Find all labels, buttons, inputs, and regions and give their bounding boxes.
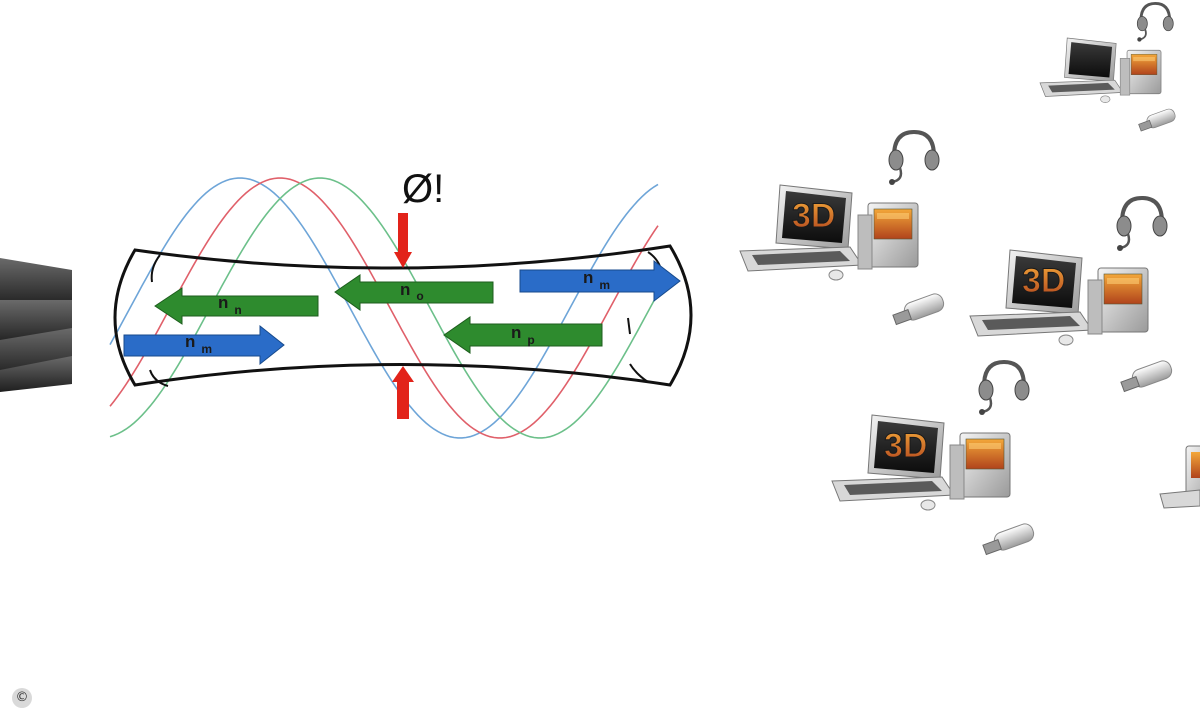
pinch-arrow-bottom — [392, 366, 414, 419]
arrow-nm-left-sub: m — [201, 342, 212, 356]
arrow-nm-right-sub: m — [599, 278, 610, 292]
workstation-1: 3D — [739, 184, 919, 281]
phase-mark-label: Ø! — [402, 167, 444, 211]
svg-text:no: no — [400, 280, 424, 303]
workstation-top-right — [1039, 37, 1162, 103]
copyright-icon: © — [12, 688, 32, 708]
headset-icon — [977, 360, 1031, 417]
headset-icon — [1115, 196, 1169, 253]
workstation-1-label: 3D — [792, 197, 835, 235]
headset-icon — [1135, 2, 1175, 44]
workstation-2-label: 3D — [1022, 262, 1065, 300]
arrow-nn-sub: n — [234, 303, 241, 317]
svg-text:nn: nn — [218, 293, 242, 317]
arrow-no-base: n — [400, 280, 410, 299]
workstation-2: 3D — [969, 249, 1149, 346]
arrow-nm-right-base: n — [583, 268, 593, 287]
server-stack-icon — [0, 258, 72, 392]
arrow-np-sub: p — [527, 333, 534, 347]
pinch-arrow-top — [394, 213, 412, 268]
svg-text:nm: nm — [185, 332, 212, 356]
usb-stick-icon — [892, 291, 947, 326]
arrow-np-base: n — [511, 323, 521, 342]
workstation-3-label: 3D — [884, 427, 927, 465]
workstation-partial — [1159, 445, 1200, 509]
svg-text:np: np — [511, 323, 535, 347]
arrow-nm-left-base: n — [185, 332, 195, 351]
wave-green — [109, 177, 659, 439]
usb-stick-icon — [1138, 107, 1178, 132]
headset-icon — [887, 130, 941, 187]
wave-blue — [109, 177, 659, 439]
workstation-3: 3D — [831, 414, 1011, 511]
svg-text:nm: nm — [583, 268, 610, 292]
usb-stick-icon — [1120, 358, 1175, 393]
usb-stick-icon — [982, 521, 1037, 556]
arrow-nn-base: n — [218, 293, 228, 312]
arrow-no-sub: o — [416, 289, 423, 303]
